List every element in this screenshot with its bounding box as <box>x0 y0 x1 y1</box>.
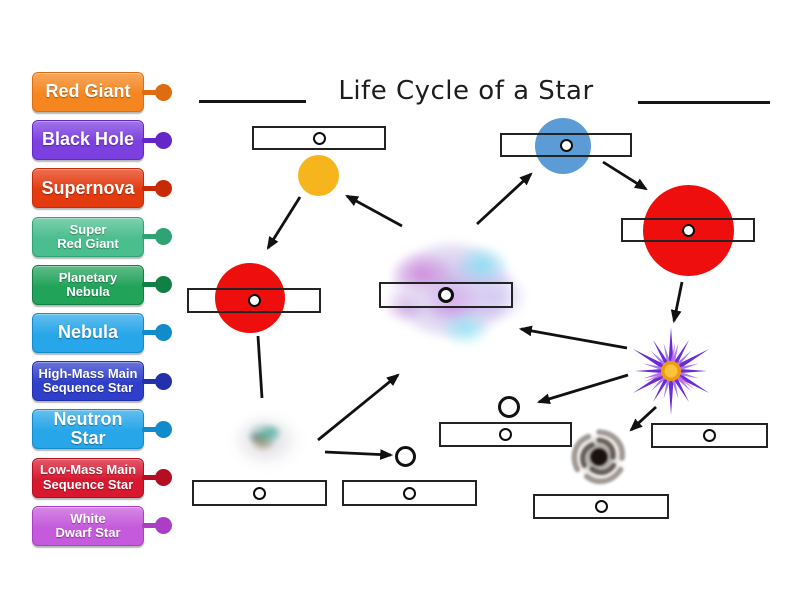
drop-box-white-dwarf[interactable] <box>342 480 477 506</box>
title-underline-left <box>199 100 306 103</box>
black-hole-image <box>570 428 628 486</box>
arrow-supernova-to-nebula <box>518 325 628 350</box>
connector-knob-icon <box>155 324 172 342</box>
page-title: Life Cycle of a Star <box>338 76 594 106</box>
connector-knob-icon <box>155 83 172 101</box>
label-chip-red-giant[interactable]: Red Giant <box>32 72 172 112</box>
chip-label: Red Giant <box>45 81 131 102</box>
arrow-super-red-giant-to-supernova <box>670 281 684 324</box>
arrow-planetary-nebula-to-nebula <box>317 373 400 442</box>
arrow-supernova-to-neutron-star <box>536 373 629 405</box>
connector-knob-icon <box>155 372 172 390</box>
drop-target-ring-icon <box>247 294 261 307</box>
drop-target-ring-icon <box>594 500 608 513</box>
sun-star-image <box>298 155 339 196</box>
arrow-blue-star-to-super-red-giant <box>602 160 648 191</box>
arrow-nebula-to-blue-star <box>476 172 533 226</box>
chip-label: Planetary Nebula <box>58 269 118 299</box>
drop-box-red-giant[interactable] <box>187 288 321 313</box>
drop-box-planetary-nebula[interactable] <box>192 480 327 506</box>
label-chip-low-mass-main-sequence-star[interactable]: Low-Mass Main Sequence Star <box>32 457 172 498</box>
label-chip-black-hole[interactable]: Black Hole <box>32 120 172 161</box>
drop-target-ring-icon <box>253 486 266 500</box>
drop-target-ring-icon <box>681 223 695 237</box>
connector-knob-icon <box>155 517 172 535</box>
chip-label: Super Red Giant <box>57 221 119 251</box>
connector-stub-icon <box>142 426 157 432</box>
drop-target-ring-icon <box>559 138 573 152</box>
drop-target-ring-icon <box>312 131 326 145</box>
label-chip-planetary-nebula[interactable]: Planetary Nebula <box>32 264 172 305</box>
connector-knob-icon <box>155 228 172 246</box>
connector-stub-icon <box>142 185 157 191</box>
drop-box-black-hole[interactable] <box>533 494 669 519</box>
arrow-nebula-to-sun <box>345 194 403 228</box>
connector-knob-icon <box>155 179 172 197</box>
connector-stub-icon <box>142 89 157 95</box>
drop-box-blue-star[interactable] <box>500 133 632 157</box>
planetary-nebula-image <box>223 404 307 478</box>
drop-target-ring-icon <box>499 428 512 441</box>
chip-label: Nebula <box>57 322 118 343</box>
label-chip-super-red-giant[interactable]: Super Red Giant <box>32 216 172 257</box>
connector-stub-icon <box>142 137 157 143</box>
drop-box-neutron-star[interactable] <box>439 422 572 447</box>
connector-stub-icon <box>142 475 157 480</box>
title-underline-right <box>638 101 770 104</box>
white-dwarf-image <box>395 446 416 467</box>
drop-box-sun[interactable] <box>252 126 386 150</box>
connector-knob-icon <box>155 469 172 486</box>
chip-label: Black Hole <box>41 129 135 150</box>
label-chip-nebula[interactable]: Nebula <box>32 312 172 353</box>
label-chip-neutron-star[interactable]: Neutron Star <box>32 408 172 450</box>
connector-stub-icon <box>142 282 157 288</box>
chip-label: Supernova <box>41 177 135 198</box>
connector-stub-icon <box>142 378 157 384</box>
connector-knob-icon <box>155 276 172 294</box>
chip-label: Low-Mass Main Sequence Star <box>39 462 137 492</box>
connector-stub-icon <box>142 234 157 240</box>
arrow-red-giant-to-planetary-nebula <box>256 335 264 399</box>
label-chip-supernova[interactable]: Supernova <box>32 168 172 209</box>
arrow-sun-to-red-giant <box>266 196 302 250</box>
neutron-star-image <box>498 396 520 418</box>
arrow-planetary-nebula-to-white-dwarf <box>324 449 394 460</box>
drop-box-supernova[interactable] <box>651 423 768 448</box>
label-chip-white-dwarf-star[interactable]: White Dwarf Star <box>32 505 172 546</box>
connector-knob-icon <box>155 420 172 438</box>
connector-knob-icon <box>155 131 172 149</box>
chip-label: Neutron Star <box>53 408 123 449</box>
connector-stub-icon <box>142 330 157 336</box>
label-chip-high-mass-main-sequence-star[interactable]: High-Mass Main Sequence Star <box>32 361 172 402</box>
drop-target-ring-icon <box>703 429 716 442</box>
chip-label: White Dwarf Star <box>55 510 121 540</box>
drop-target-ring-icon <box>403 486 416 500</box>
supernova-burst-image <box>631 327 711 415</box>
drop-box-nebula[interactable] <box>379 282 513 308</box>
connector-stub-icon <box>142 523 157 529</box>
drop-target-ring-icon <box>438 287 454 303</box>
chip-label: High-Mass Main Sequence Star <box>38 366 138 396</box>
drop-box-super-red-giant[interactable] <box>621 218 755 242</box>
